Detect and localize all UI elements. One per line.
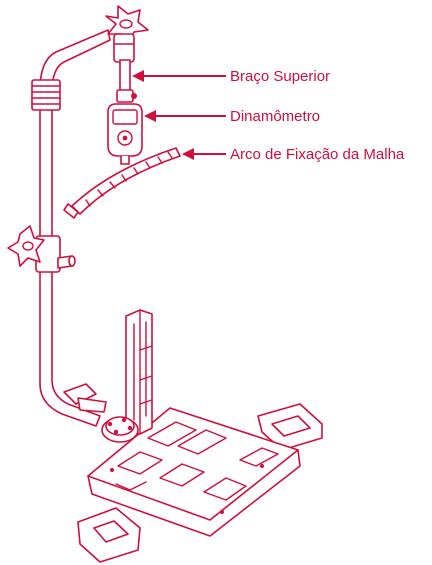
label-mesh-arc: Arco de Fixação da Malha bbox=[230, 146, 405, 163]
dynamometer bbox=[107, 103, 143, 165]
vertical-pole bbox=[31, 29, 111, 427]
callout-mesh-arc-arrow bbox=[182, 148, 226, 160]
base-plate bbox=[77, 403, 323, 563]
rotary-dial bbox=[101, 416, 139, 443]
callout-upper-arm-arrow bbox=[132, 70, 226, 82]
mesh-fixation-arc bbox=[63, 147, 181, 219]
upper-arm bbox=[113, 33, 137, 103]
callout-dynamometer-arrow bbox=[144, 110, 226, 122]
label-dynamometer: Dinamômetro bbox=[230, 108, 320, 125]
side-clamp bbox=[7, 225, 76, 273]
label-upper-arm: Braço Superior bbox=[230, 68, 330, 85]
vertical-ruler bbox=[125, 309, 153, 435]
